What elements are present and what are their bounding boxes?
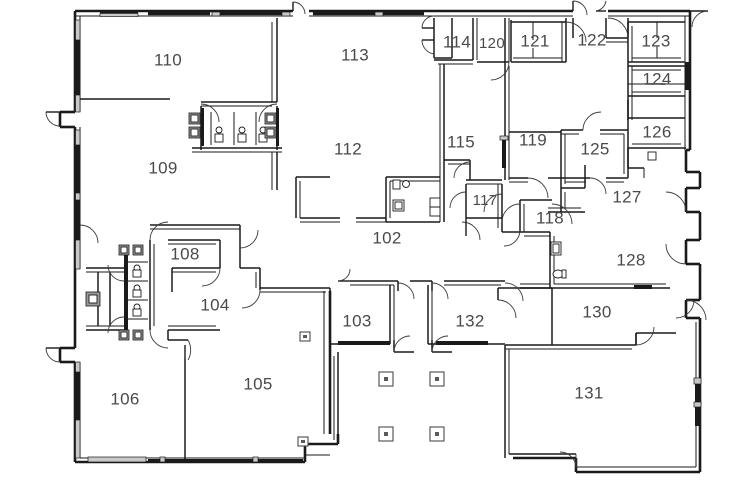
wall-box	[297, 436, 309, 447]
restroom-upper-fixtures	[188, 108, 279, 146]
room-label-115: 115	[447, 132, 475, 151]
room-label-108: 108	[170, 244, 199, 263]
room-label-103: 103	[342, 311, 371, 330]
room-label-127: 127	[612, 187, 641, 206]
partitions-lower-center	[260, 280, 505, 444]
room-labels: 110 109 113 112 114 120 121 122 123 124 …	[110, 30, 671, 408]
room-label-131: 131	[574, 383, 603, 402]
room-label-126: 126	[642, 122, 671, 141]
floor-boxes	[297, 331, 445, 447]
room-label-102: 102	[372, 228, 401, 247]
room-label-118: 118	[536, 208, 564, 227]
room-label-124: 124	[642, 69, 671, 88]
room-label-125: 125	[580, 139, 609, 158]
room-label-105: 105	[243, 374, 272, 393]
room-label-110: 110	[154, 50, 182, 69]
partitions-upper-right	[497, 18, 687, 458]
room-label-106: 106	[110, 389, 139, 408]
floor-box	[378, 426, 394, 442]
room-label-130: 130	[582, 302, 611, 321]
room-label-122: 122	[577, 30, 606, 49]
floor-box	[429, 371, 445, 387]
exterior-glazing	[75, 10, 702, 463]
room-label-109: 109	[148, 158, 177, 177]
room-label-121: 121	[520, 31, 549, 50]
room-label-113: 113	[341, 45, 369, 64]
wall-box	[299, 331, 311, 342]
room-label-117: 117	[473, 192, 498, 209]
room-label-120: 120	[479, 35, 505, 52]
room-label-128: 128	[616, 250, 645, 269]
room-label-112: 112	[334, 139, 362, 158]
room-label-114: 114	[443, 32, 471, 51]
door-swings	[45, 0, 709, 469]
partitions-lower-left	[85, 239, 261, 462]
floor-box	[429, 426, 445, 442]
partitions-center	[295, 18, 510, 232]
room-label-104: 104	[200, 295, 229, 314]
floor-box	[378, 371, 394, 387]
room-label-132: 132	[455, 311, 484, 330]
room-label-123: 123	[641, 31, 670, 50]
room-label-119: 119	[519, 130, 547, 149]
